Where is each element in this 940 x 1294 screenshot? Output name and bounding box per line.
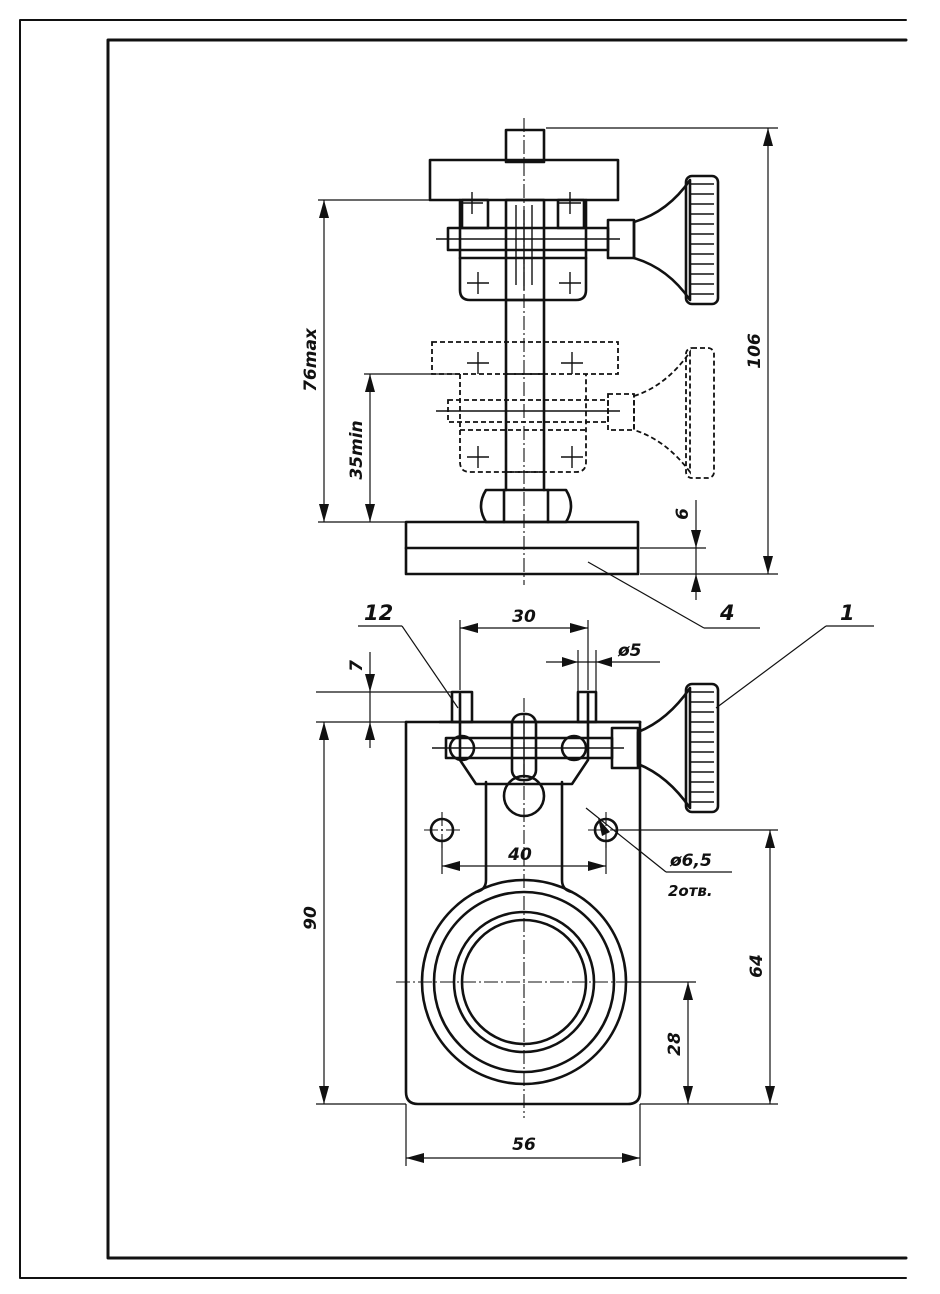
dim-hole-diameter: ø6,5 (669, 851, 712, 871)
dim-hole-height: 64 (747, 954, 767, 978)
dim-hole-count: 2отв. (668, 882, 713, 900)
sheet-frame (19, 19, 908, 1279)
dim-body-height: 90 (301, 906, 321, 930)
dim-base-thickness: 6 (673, 508, 693, 520)
dim-pin-diameter: ø5 (617, 641, 642, 661)
front-view-dimensions: 30 ø5 7 90 40 ø6,5 2отв. (301, 601, 874, 1166)
side-view (404, 118, 720, 585)
dim-jaw-spacing: 30 (512, 607, 536, 627)
side-view-dimensions: 106 76max 35min 6 4 (301, 127, 778, 629)
callout-part-1: 1 (840, 601, 855, 625)
dim-overall-height: 106 (745, 333, 765, 369)
dim-hole-spacing: 40 (507, 845, 532, 865)
dim-adjust-max: 76max (301, 327, 321, 392)
dim-adjust-min: 35min (347, 420, 367, 479)
dim-top-offset: 7 (347, 660, 367, 672)
callout-part-4: 4 (719, 601, 735, 625)
dim-body-width: 56 (512, 1135, 536, 1155)
callout-part-12: 12 (364, 601, 393, 625)
dim-bore-height: 28 (665, 1032, 685, 1056)
